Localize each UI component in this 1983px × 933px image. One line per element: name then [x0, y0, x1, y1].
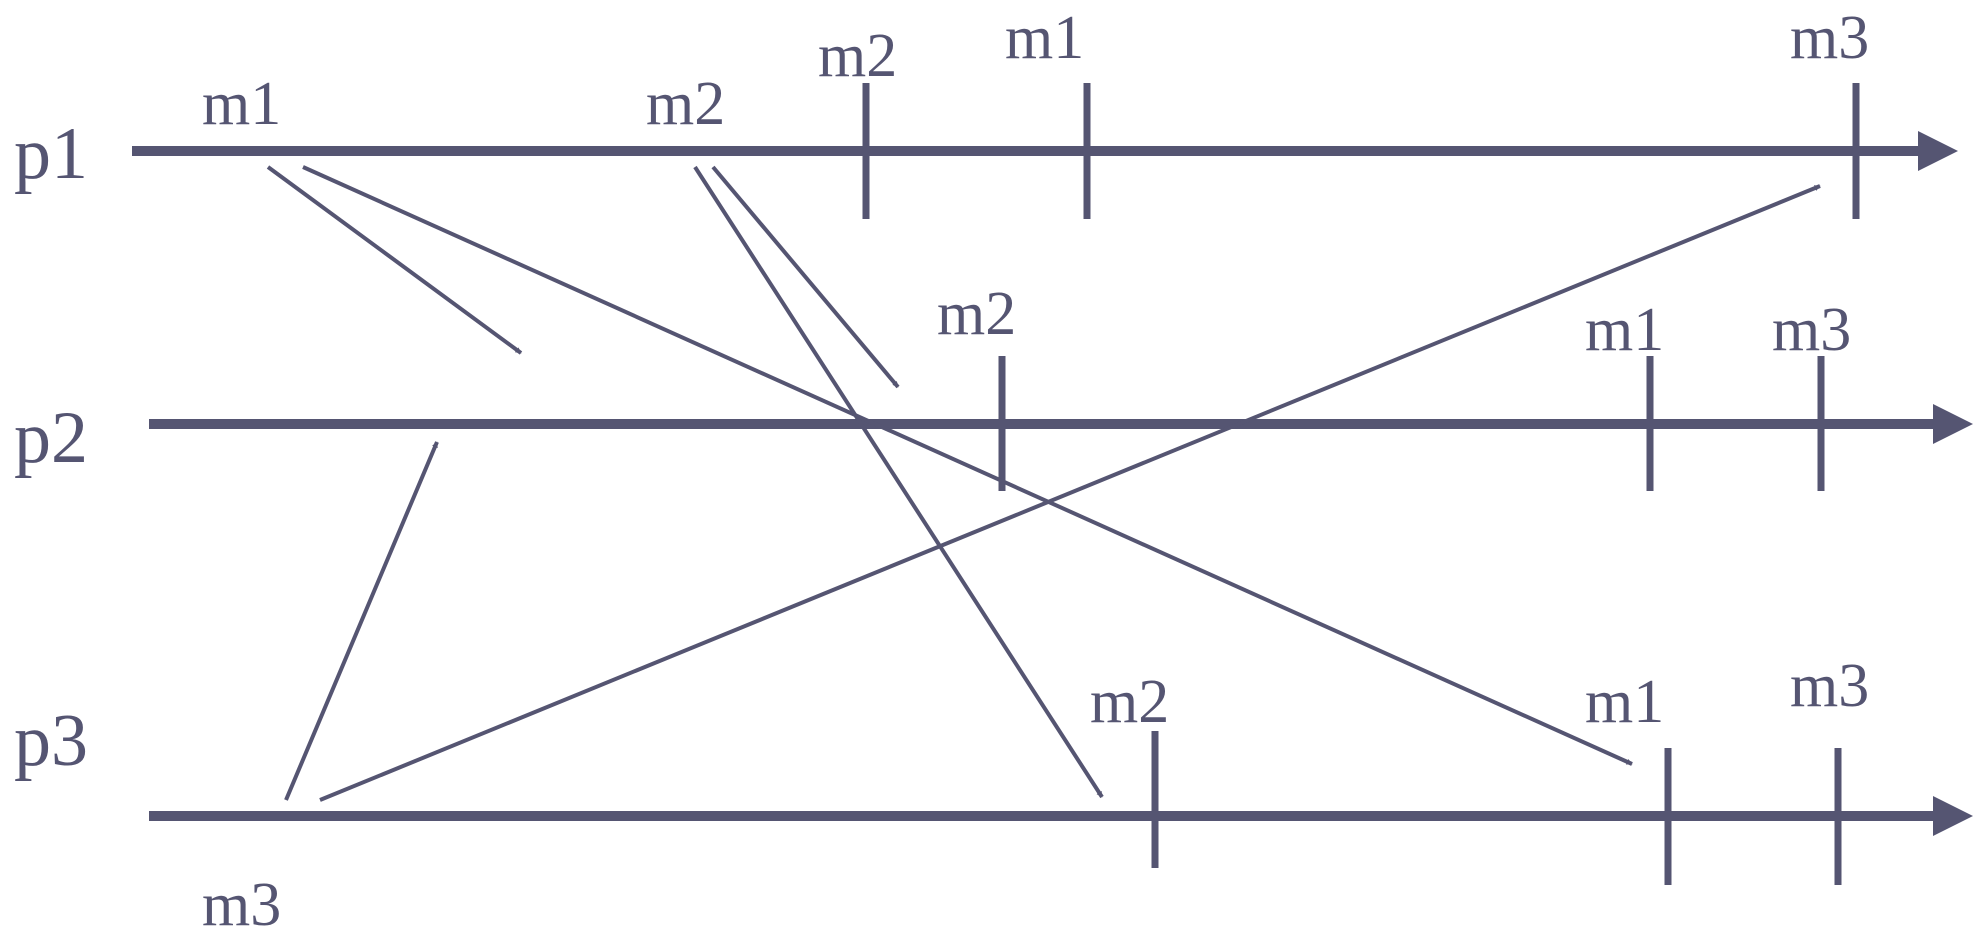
receive-label-p3-m1: m1 [1585, 668, 1664, 736]
send-label-p1-m1: m1 [202, 70, 281, 138]
process-label-p2: p2 [14, 397, 88, 479]
receive-label-p1-m2: m2 [818, 22, 897, 90]
receive-label-p3-m2: m2 [1090, 668, 1169, 736]
receive-label-p1-m1: m1 [1005, 4, 1084, 72]
receive-label-p2-m2: m2 [937, 280, 1016, 348]
process-label-p3: p3 [14, 700, 88, 782]
receive-label-p2-m3: m3 [1772, 296, 1851, 364]
receive-label-p1-m3: m3 [1790, 4, 1869, 72]
timeline-p2 [149, 404, 1973, 444]
send-label-p3-m3: m3 [202, 871, 281, 933]
send-label-p1-m2: m2 [646, 70, 725, 138]
receive-ticks [862, 83, 1860, 885]
process-label-p1: p1 [14, 113, 88, 195]
message-arrow-m2-p2 [711, 165, 900, 389]
message-arrow-m2-p3 [693, 165, 1104, 799]
message-arrow-m3-p2 [284, 441, 439, 801]
message-arrow-m1-p3 [302, 165, 1633, 766]
message-arrow-m1-p2 [266, 165, 523, 355]
timeline-p1 [132, 131, 1958, 171]
timeline-p3 [149, 796, 1973, 836]
message-arrow-m3-p1 [319, 184, 1821, 802]
message-arrows [266, 165, 1821, 802]
receive-label-p3-m3: m3 [1790, 652, 1869, 720]
receive-label-p2-m1: m1 [1585, 296, 1664, 364]
